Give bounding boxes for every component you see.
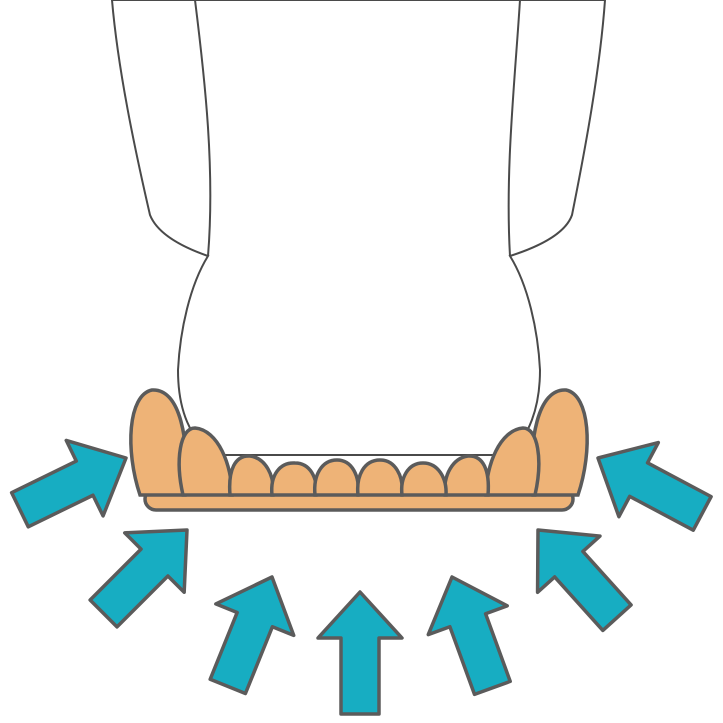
cushion-icon xyxy=(129,388,589,512)
cushion-lobe-left-large xyxy=(129,388,188,497)
arrow-icon xyxy=(535,528,633,633)
arrow-icon xyxy=(316,590,404,716)
arrow-icon xyxy=(426,575,512,697)
cushion-lobe-right-3 xyxy=(443,454,491,497)
cushion-lobe-5 xyxy=(313,458,361,497)
leg-outline xyxy=(110,0,607,456)
arrow-icon xyxy=(208,575,296,696)
cushion-lobe-6 xyxy=(355,458,404,497)
cushion-lobe-7 xyxy=(399,461,448,497)
arrow-icon xyxy=(9,438,128,529)
leg-inner-line-right xyxy=(507,0,521,257)
arrow-icon xyxy=(88,528,189,629)
leg-inner-line-left xyxy=(194,0,212,257)
arrows-group xyxy=(9,438,713,716)
arrow-icon xyxy=(596,440,713,532)
foot-icon xyxy=(110,0,607,456)
cushion-lobe-4 xyxy=(270,461,319,497)
cushion-lobe-right-large xyxy=(530,388,589,497)
cushion-lobe-left-3 xyxy=(227,454,275,497)
